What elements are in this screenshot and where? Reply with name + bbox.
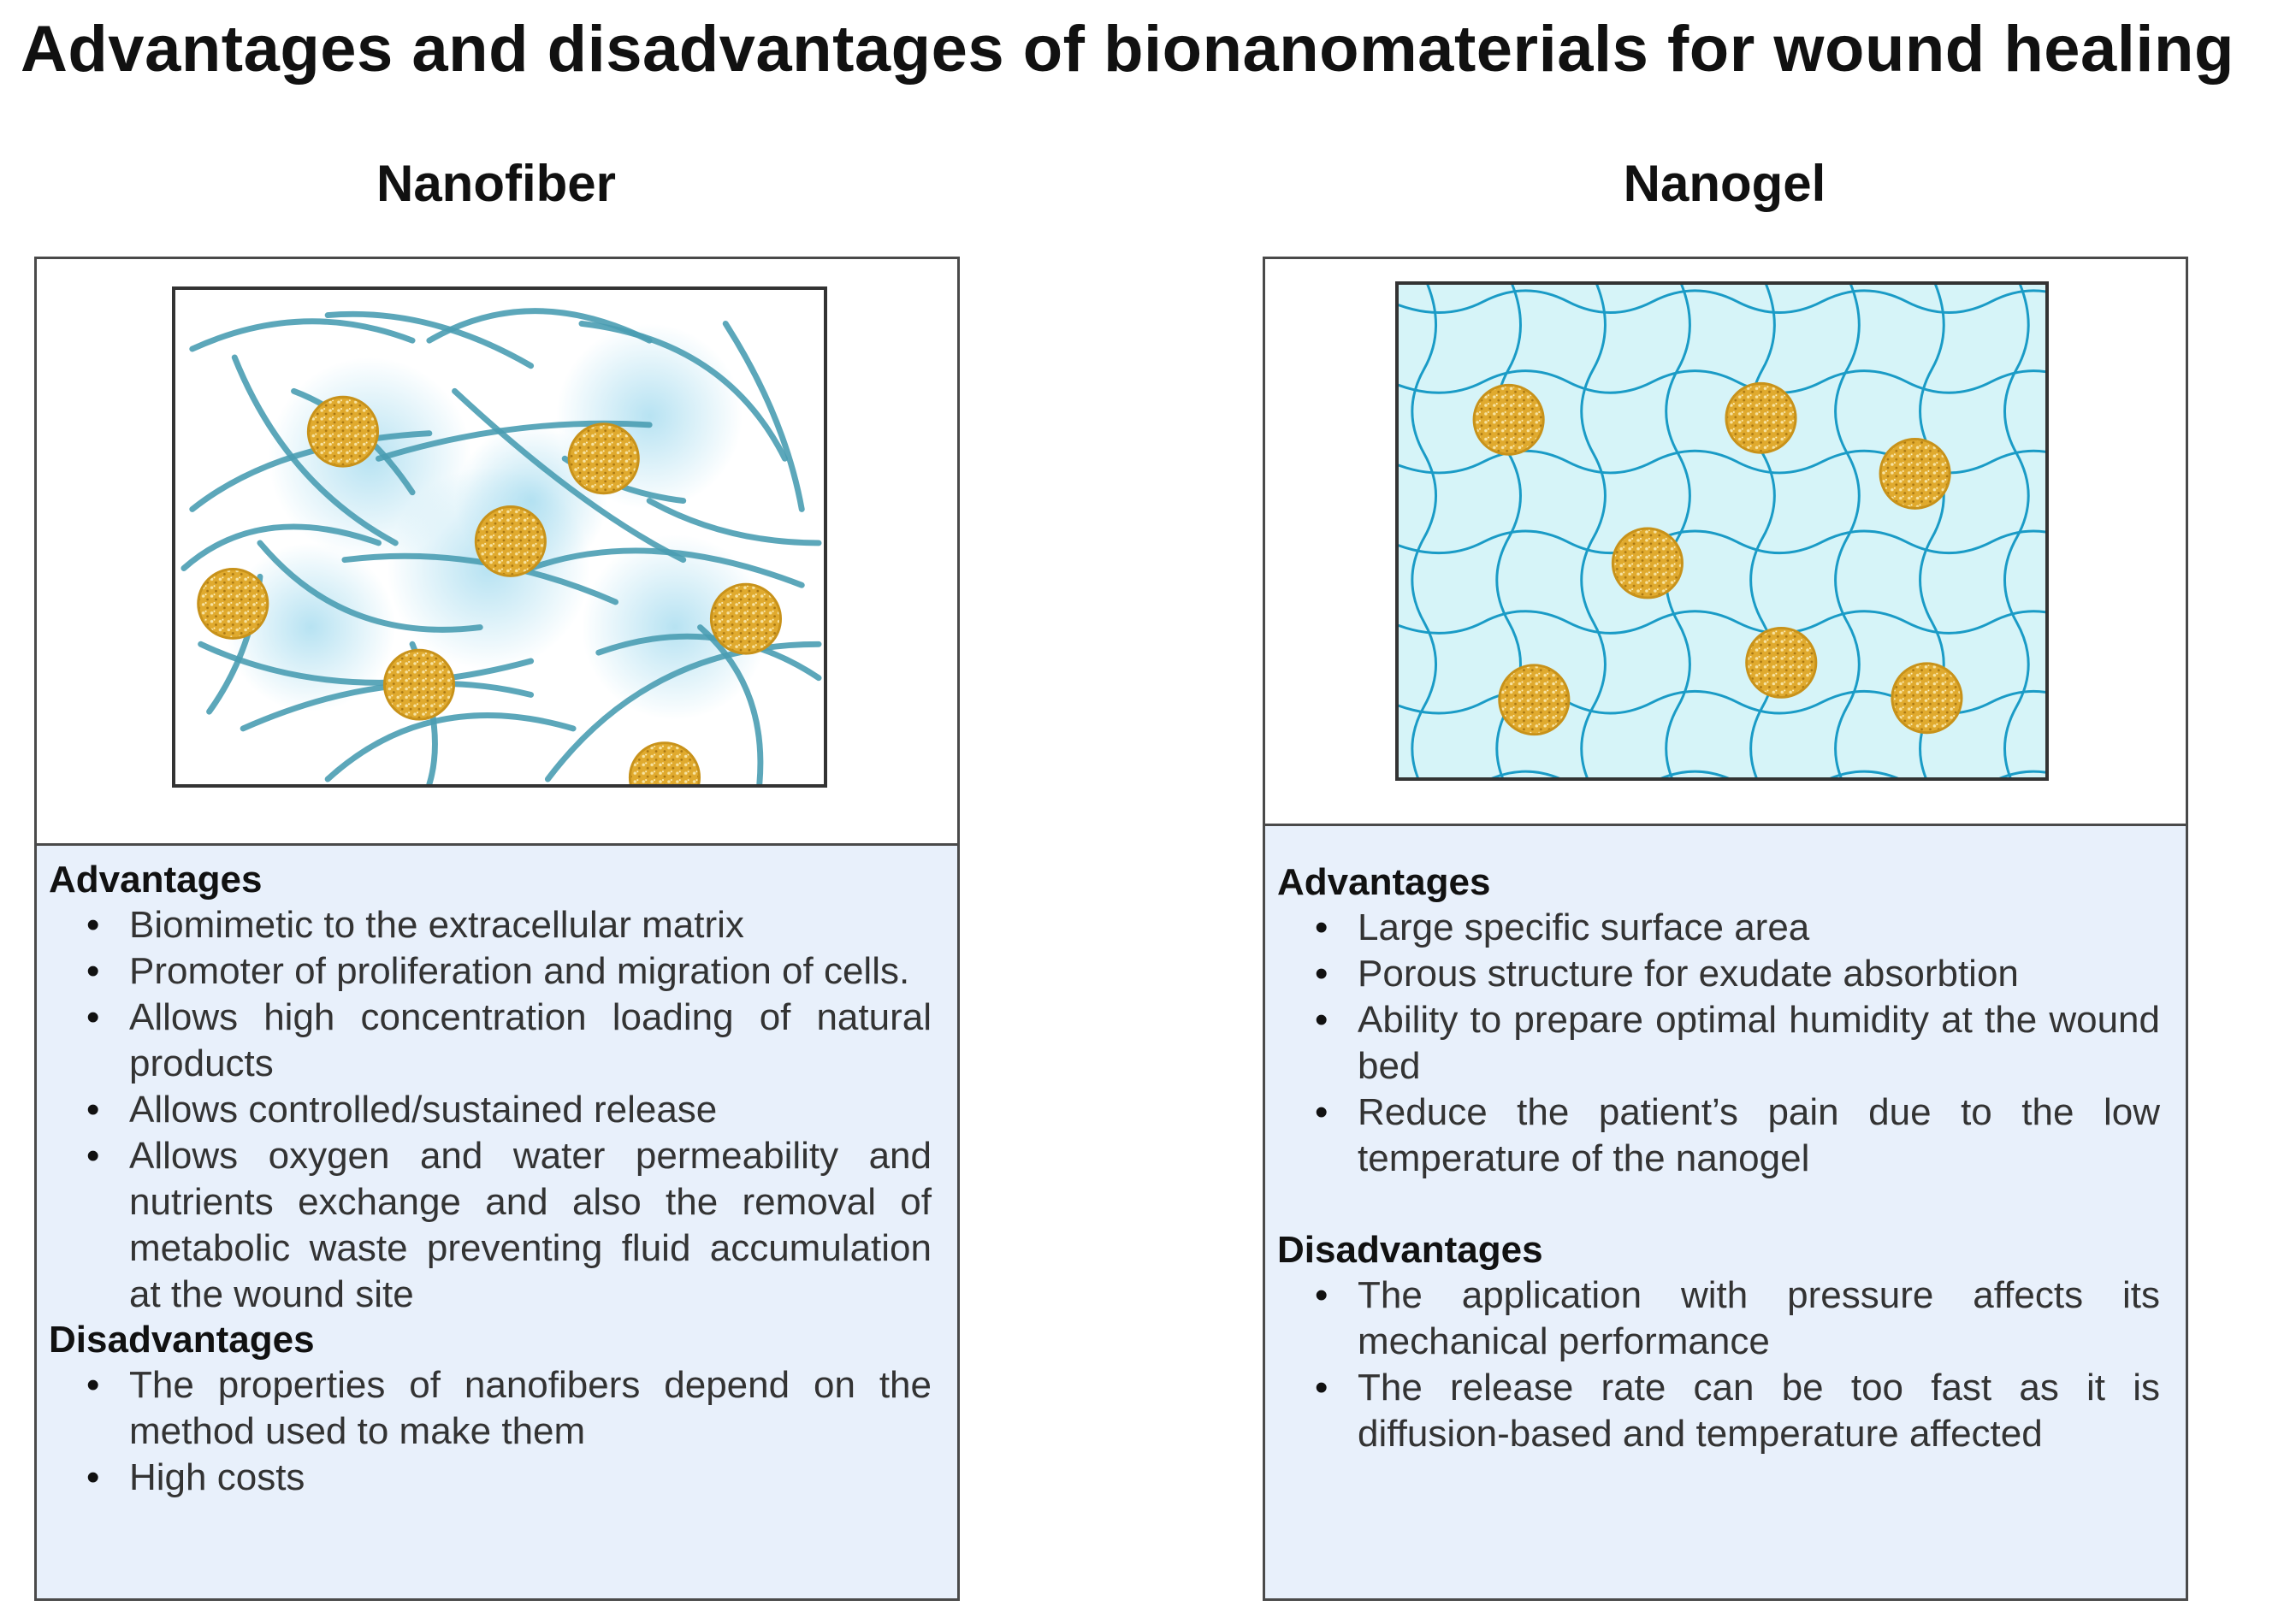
nanogel-mesh-graphic [1399, 285, 2045, 777]
gold-nanoparticle [474, 505, 547, 577]
fiber-strand [189, 430, 433, 512]
gel-particles [1472, 381, 1963, 736]
nanofiber-advantage-item: Promoter of proliferation and migration … [49, 948, 932, 995]
gold-nanoparticle [1611, 527, 1684, 599]
gold-nanoparticle [197, 568, 269, 640]
fiber-strand [257, 540, 483, 633]
nanofiber-panel: Advantages Biomimetic to the extracellul… [34, 257, 960, 1601]
gel-mesh-line [1749, 285, 1776, 777]
nanogel-advantages-label: Advantages [1277, 861, 1491, 903]
nanogel-disadvantage-item: The release rate can be too fast as it i… [1277, 1365, 2160, 1457]
nanofiber-heading: Nanofiber [376, 155, 617, 212]
nanofiber-advantage-item: Allows oxygen and water permeability and… [49, 1133, 932, 1318]
nanogel-advantages-list: Large specific surface area Porous struc… [1277, 905, 2160, 1182]
gold-nanoparticle [306, 395, 379, 468]
nanofiber-advantage-item: Allows high concentration loading of nat… [49, 995, 932, 1087]
nanogel-advantage-item: Porous structure for exudate absorbtion [1277, 951, 2160, 997]
fiber-glow [581, 534, 768, 721]
nanogel-disadvantages-label: Disadvantages [1277, 1229, 1543, 1271]
gel-mesh-line [1399, 369, 2045, 394]
gel-mesh-line [1665, 285, 1691, 777]
gel-mesh-line [1399, 529, 2045, 555]
nanofiber-disadvantages-label: Disadvantages [49, 1319, 315, 1361]
fiber-strand [452, 387, 687, 564]
gel-mesh-line [1491, 770, 2045, 777]
gel-mesh-line [1834, 285, 1861, 777]
gel-mesh-line [1399, 610, 2045, 635]
gold-nanoparticle [1498, 664, 1571, 736]
nanofiber-advantage-item: Biomimetic to the extracellular matrix [49, 902, 932, 948]
fiber-strand [722, 321, 805, 512]
fiber-strand [341, 552, 619, 605]
gold-nanoparticle [1891, 662, 1963, 735]
nanogel-textbox: Advantages Large specific surface area P… [1265, 824, 2186, 1598]
fiber-strand [646, 498, 822, 546]
gel-mesh [1399, 285, 2045, 777]
nanofiber-advantage-item: Allows controlled/sustained release [49, 1087, 932, 1133]
gold-nanoparticle [567, 422, 640, 495]
nanogel-panel: Advantages Large specific surface area P… [1263, 257, 2188, 1601]
nanogel-disadvantages-list: The application with pressure affects it… [1277, 1273, 2160, 1457]
gel-mesh-line [1580, 285, 1607, 777]
fiber-strand [231, 354, 399, 546]
fiber-strand [578, 321, 788, 462]
nanofiber-advantages-list: Biomimetic to the extracellular matrix P… [49, 902, 932, 1318]
gold-nanoparticle [1879, 438, 1951, 510]
nanogel-advantage-item: Ability to prepare optimal humidity at t… [1277, 997, 2160, 1089]
fiber-strand [697, 624, 764, 784]
fiber-strand [544, 641, 822, 782]
nanofiber-network-graphic [180, 308, 822, 784]
nanofiber-disadvantage-item: High costs [49, 1455, 932, 1501]
nanofiber-illustration [172, 286, 827, 788]
fiber-strand [528, 547, 805, 588]
fiber-strand [324, 310, 535, 369]
gel-mesh-line [1399, 289, 2045, 314]
fiber-strand [180, 523, 382, 571]
nanofiber-textbox: Advantages Biomimetic to the extracellul… [37, 843, 957, 1598]
nanogel-advantage-item: Large specific surface area [1277, 905, 2160, 951]
fiber-strands [180, 308, 822, 784]
nanogel-advantage-item: Reduce the patient’s pain due to the low… [1277, 1089, 2160, 1182]
fiber-strand [376, 420, 653, 462]
figure-title: Advantages and disadvantages of bionanom… [21, 13, 2234, 86]
section-spacer [1277, 1182, 2160, 1228]
gel-mesh-line [1411, 285, 1437, 777]
fiber-strand [189, 318, 416, 352]
gold-nanoparticle [628, 741, 701, 784]
gold-nanoparticle [1745, 626, 1818, 699]
gel-mesh-line [2003, 285, 2030, 777]
gold-nanoparticle [709, 582, 783, 655]
nanofiber-disadvantages-list: The properties of nanofibers depend on t… [49, 1362, 932, 1501]
gold-nanoparticle [382, 648, 456, 721]
fiber-particles [197, 395, 783, 784]
nanogel-disadvantage-item: The application with pressure affects it… [1277, 1273, 2160, 1365]
gold-nanoparticle [1472, 383, 1545, 456]
nanofiber-disadvantage-item: The properties of nanofibers depend on t… [49, 1362, 932, 1455]
nanogel-illustration [1395, 281, 2049, 781]
nanofiber-advantages-label: Advantages [49, 859, 263, 901]
nanogel-heading: Nanogel [1623, 155, 1826, 212]
gold-nanoparticle [1725, 381, 1797, 454]
fiber-strand [324, 712, 577, 782]
